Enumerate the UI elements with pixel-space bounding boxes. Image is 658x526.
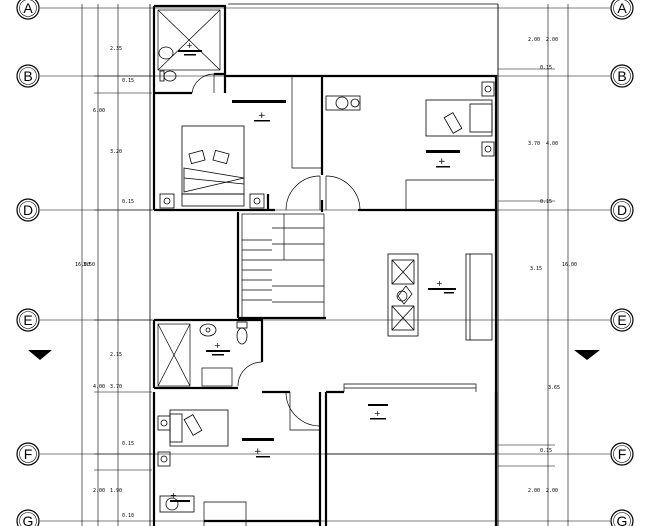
sofa-icon bbox=[387, 253, 419, 337]
svg-text:+: + bbox=[254, 447, 262, 457]
dim-right-6: 3.65 bbox=[548, 385, 560, 391]
svg-text:E: E bbox=[617, 312, 626, 328]
bubble-right-e: E bbox=[610, 308, 634, 332]
dim-left-3: 3.20 bbox=[110, 149, 122, 155]
svg-text:D: D bbox=[23, 202, 33, 218]
desk-icon bbox=[425, 81, 495, 157]
svg-text:+: + bbox=[258, 111, 266, 121]
dim-right-7: 0.15 bbox=[540, 448, 552, 454]
plant-icon bbox=[396, 285, 413, 305]
dim-left-8: 1.90 bbox=[110, 488, 122, 494]
bubble-left-f: F bbox=[16, 442, 40, 466]
svg-text:+: + bbox=[438, 157, 446, 167]
left-dimension-texts: 2.35 0.15 3.20 0.15 2.15 3.70 0.15 1.90 … bbox=[75, 46, 134, 519]
bubble-left-g: G bbox=[16, 509, 40, 526]
dim-right-8: 2.00 bbox=[546, 488, 558, 494]
section-marker-icon bbox=[28, 350, 52, 360]
dim-right-1: 2.00 bbox=[546, 37, 558, 43]
bubble-right-d: D bbox=[610, 198, 634, 222]
dim-right-2: 0.15 bbox=[540, 65, 552, 71]
svg-text:+: + bbox=[436, 279, 443, 288]
armchair-icon bbox=[159, 95, 361, 513]
bubble-right-f: F bbox=[610, 442, 634, 466]
dim-left-9: 0.10 bbox=[122, 513, 134, 519]
bed-icon bbox=[159, 125, 265, 209]
dim-left-4: 0.15 bbox=[122, 199, 134, 205]
dim-left-outer-1: 6.00 bbox=[93, 108, 105, 114]
svg-text:D: D bbox=[617, 202, 627, 218]
section-marker-icon bbox=[574, 350, 600, 360]
dim-left-6: 3.70 bbox=[110, 384, 122, 390]
bubble-left-e: E bbox=[16, 308, 40, 332]
grid-bubbles-left: A B D E F G bbox=[16, 0, 40, 526]
svg-text:G: G bbox=[617, 513, 628, 526]
svg-text:B: B bbox=[23, 68, 32, 84]
svg-text:A: A bbox=[23, 0, 33, 16]
dim-left-total: 16.00 bbox=[75, 262, 90, 268]
dim-right-outer-1: 2.00 bbox=[528, 37, 540, 43]
dim-left-outer-2: 3.50 bbox=[83, 262, 95, 268]
desk-lower-icon bbox=[157, 409, 229, 467]
thin-lines bbox=[157, 9, 496, 526]
right-dimension-lines bbox=[497, 4, 569, 526]
grid-bubbles-right: A B D E F G bbox=[610, 0, 634, 526]
svg-text:+: + bbox=[186, 41, 193, 50]
dim-right-total: 16.00 bbox=[562, 262, 577, 268]
right-dimension-texts: 2.00 2.00 0.15 3.70 4.00 0.15 3.15 3.65 … bbox=[528, 37, 577, 494]
svg-text:B: B bbox=[617, 68, 626, 84]
svg-text:F: F bbox=[618, 446, 627, 462]
door-swing-icon bbox=[191, 73, 361, 427]
bubble-left-b: B bbox=[16, 64, 40, 88]
walls bbox=[152, 4, 498, 526]
svg-text:F: F bbox=[24, 446, 33, 462]
dim-left-5: 2.15 bbox=[110, 352, 122, 358]
bubble-right-a: A bbox=[610, 0, 634, 20]
dim-right-3: 4.00 bbox=[546, 141, 558, 147]
tv-unit-icon bbox=[465, 253, 493, 341]
dim-right-5: 3.15 bbox=[530, 266, 542, 272]
bubble-left-a: A bbox=[16, 0, 40, 20]
toilet-icon bbox=[158, 46, 248, 345]
site-frame bbox=[149, 3, 499, 526]
dim-right-4: 0.15 bbox=[540, 199, 552, 205]
svg-text:G: G bbox=[23, 513, 34, 526]
svg-text:+: + bbox=[170, 491, 177, 500]
svg-text:E: E bbox=[23, 312, 32, 328]
svg-text:+: + bbox=[214, 341, 221, 350]
sink-icon bbox=[199, 323, 217, 337]
bubble-right-g: G bbox=[610, 509, 634, 526]
dim-right-outer-3: 2.00 bbox=[528, 488, 540, 494]
dim-right-outer-2: 3.70 bbox=[528, 141, 540, 147]
bubble-left-d: D bbox=[16, 198, 40, 222]
bubble-right-b: B bbox=[610, 64, 634, 88]
dim-left-7: 0.15 bbox=[122, 441, 134, 447]
room-label-markers: + + + + + + + + bbox=[170, 41, 460, 502]
dim-left-1: 2.35 bbox=[110, 46, 122, 52]
svg-text:+: + bbox=[374, 409, 381, 418]
dim-left-2: 0.15 bbox=[122, 78, 134, 84]
dim-left-outer-3: 4.00 bbox=[93, 384, 105, 390]
svg-text:A: A bbox=[617, 0, 627, 16]
left-dimension-lines bbox=[81, 4, 152, 526]
dim-left-outer-4: 2.00 bbox=[93, 488, 105, 494]
